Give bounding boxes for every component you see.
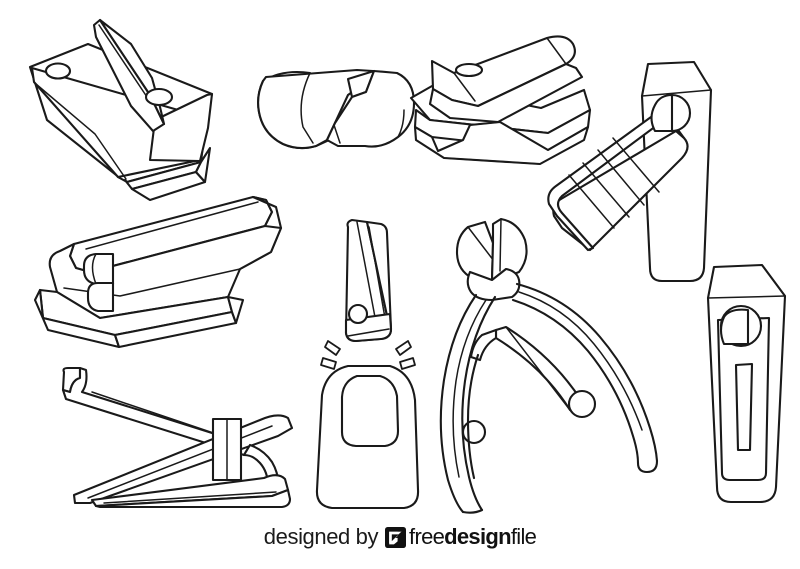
nail-clipper-top-view <box>706 263 787 504</box>
nail-clipper-folded-end-view <box>257 68 416 150</box>
brand-word-file: file <box>510 524 537 549</box>
nail-clipper-cutting-nail <box>320 218 416 370</box>
nail-clipper-side-profile <box>61 366 294 509</box>
credit-prefix-label: designed by <box>263 524 379 549</box>
brand-word-free: free <box>409 524 445 549</box>
freedesignfile-brand: freedesignfile <box>385 524 537 549</box>
footer-credit: designed by freedesignfile <box>0 516 800 558</box>
nail-clipper-long-body <box>33 195 283 349</box>
nail-clipper-vertical-striped-lever <box>547 60 713 283</box>
nail-clipper-open-lever <box>28 18 214 202</box>
toenail-nipper-pliers <box>439 217 659 514</box>
freedesignfile-logo-icon <box>385 526 407 548</box>
brand-wordmark: freedesignfile <box>409 524 537 549</box>
finger-with-nail <box>315 364 420 510</box>
nail-clipper-closed-angled <box>409 35 592 166</box>
brand-word-design: design <box>444 524 511 549</box>
